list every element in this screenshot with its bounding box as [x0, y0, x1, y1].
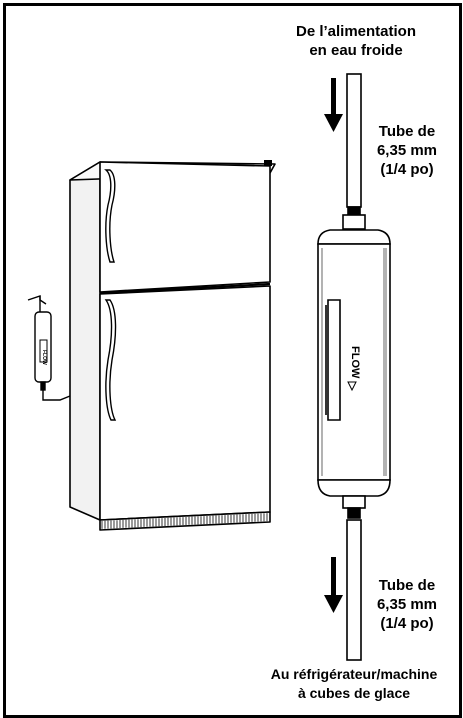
label-line: à cubes de glace: [297, 685, 411, 701]
tube-top: [346, 73, 362, 208]
arrow-down-bottom-icon: [324, 557, 343, 613]
label-line: De l’alimentation: [295, 23, 417, 40]
label-tube-bottom: Tube de 6,35 mm (1/4 po): [362, 576, 452, 633]
label-line: Tube de: [378, 123, 436, 140]
small-filter-marking: FLOW: [41, 350, 47, 365]
label-line: Tube de: [378, 577, 436, 594]
tube-bottom: [346, 519, 362, 661]
label-line: Au réfrigérateur/machine: [270, 666, 438, 682]
small-filter-assembly: [27, 295, 71, 401]
label-from-cold-water-supply: De l’alimentation en eau froide: [286, 22, 426, 60]
refrigerator-handles: [104, 169, 117, 421]
arrow-down-top-icon: [324, 78, 343, 132]
label-to-fridge-ice-maker: Au réfrigérateur/machine à cubes de glac…: [252, 665, 456, 703]
label-line: (1/4 po): [380, 615, 434, 632]
refrigerator: [69, 160, 276, 531]
filter-flow-marking: FLOW: [349, 346, 361, 379]
label-line: en eau froide: [309, 42, 403, 59]
refrigerator-grill: [101, 513, 268, 529]
label-tube-top: Tube de 6,35 mm (1/4 po): [362, 122, 452, 179]
flow-arrow-icon: [347, 381, 357, 392]
label-line: 6,35 mm: [376, 142, 438, 159]
label-line: (1/4 po): [380, 161, 434, 178]
label-line: 6,35 mm: [376, 596, 438, 613]
filter-shading: [321, 248, 387, 476]
filter-cartridge: [317, 206, 391, 519]
